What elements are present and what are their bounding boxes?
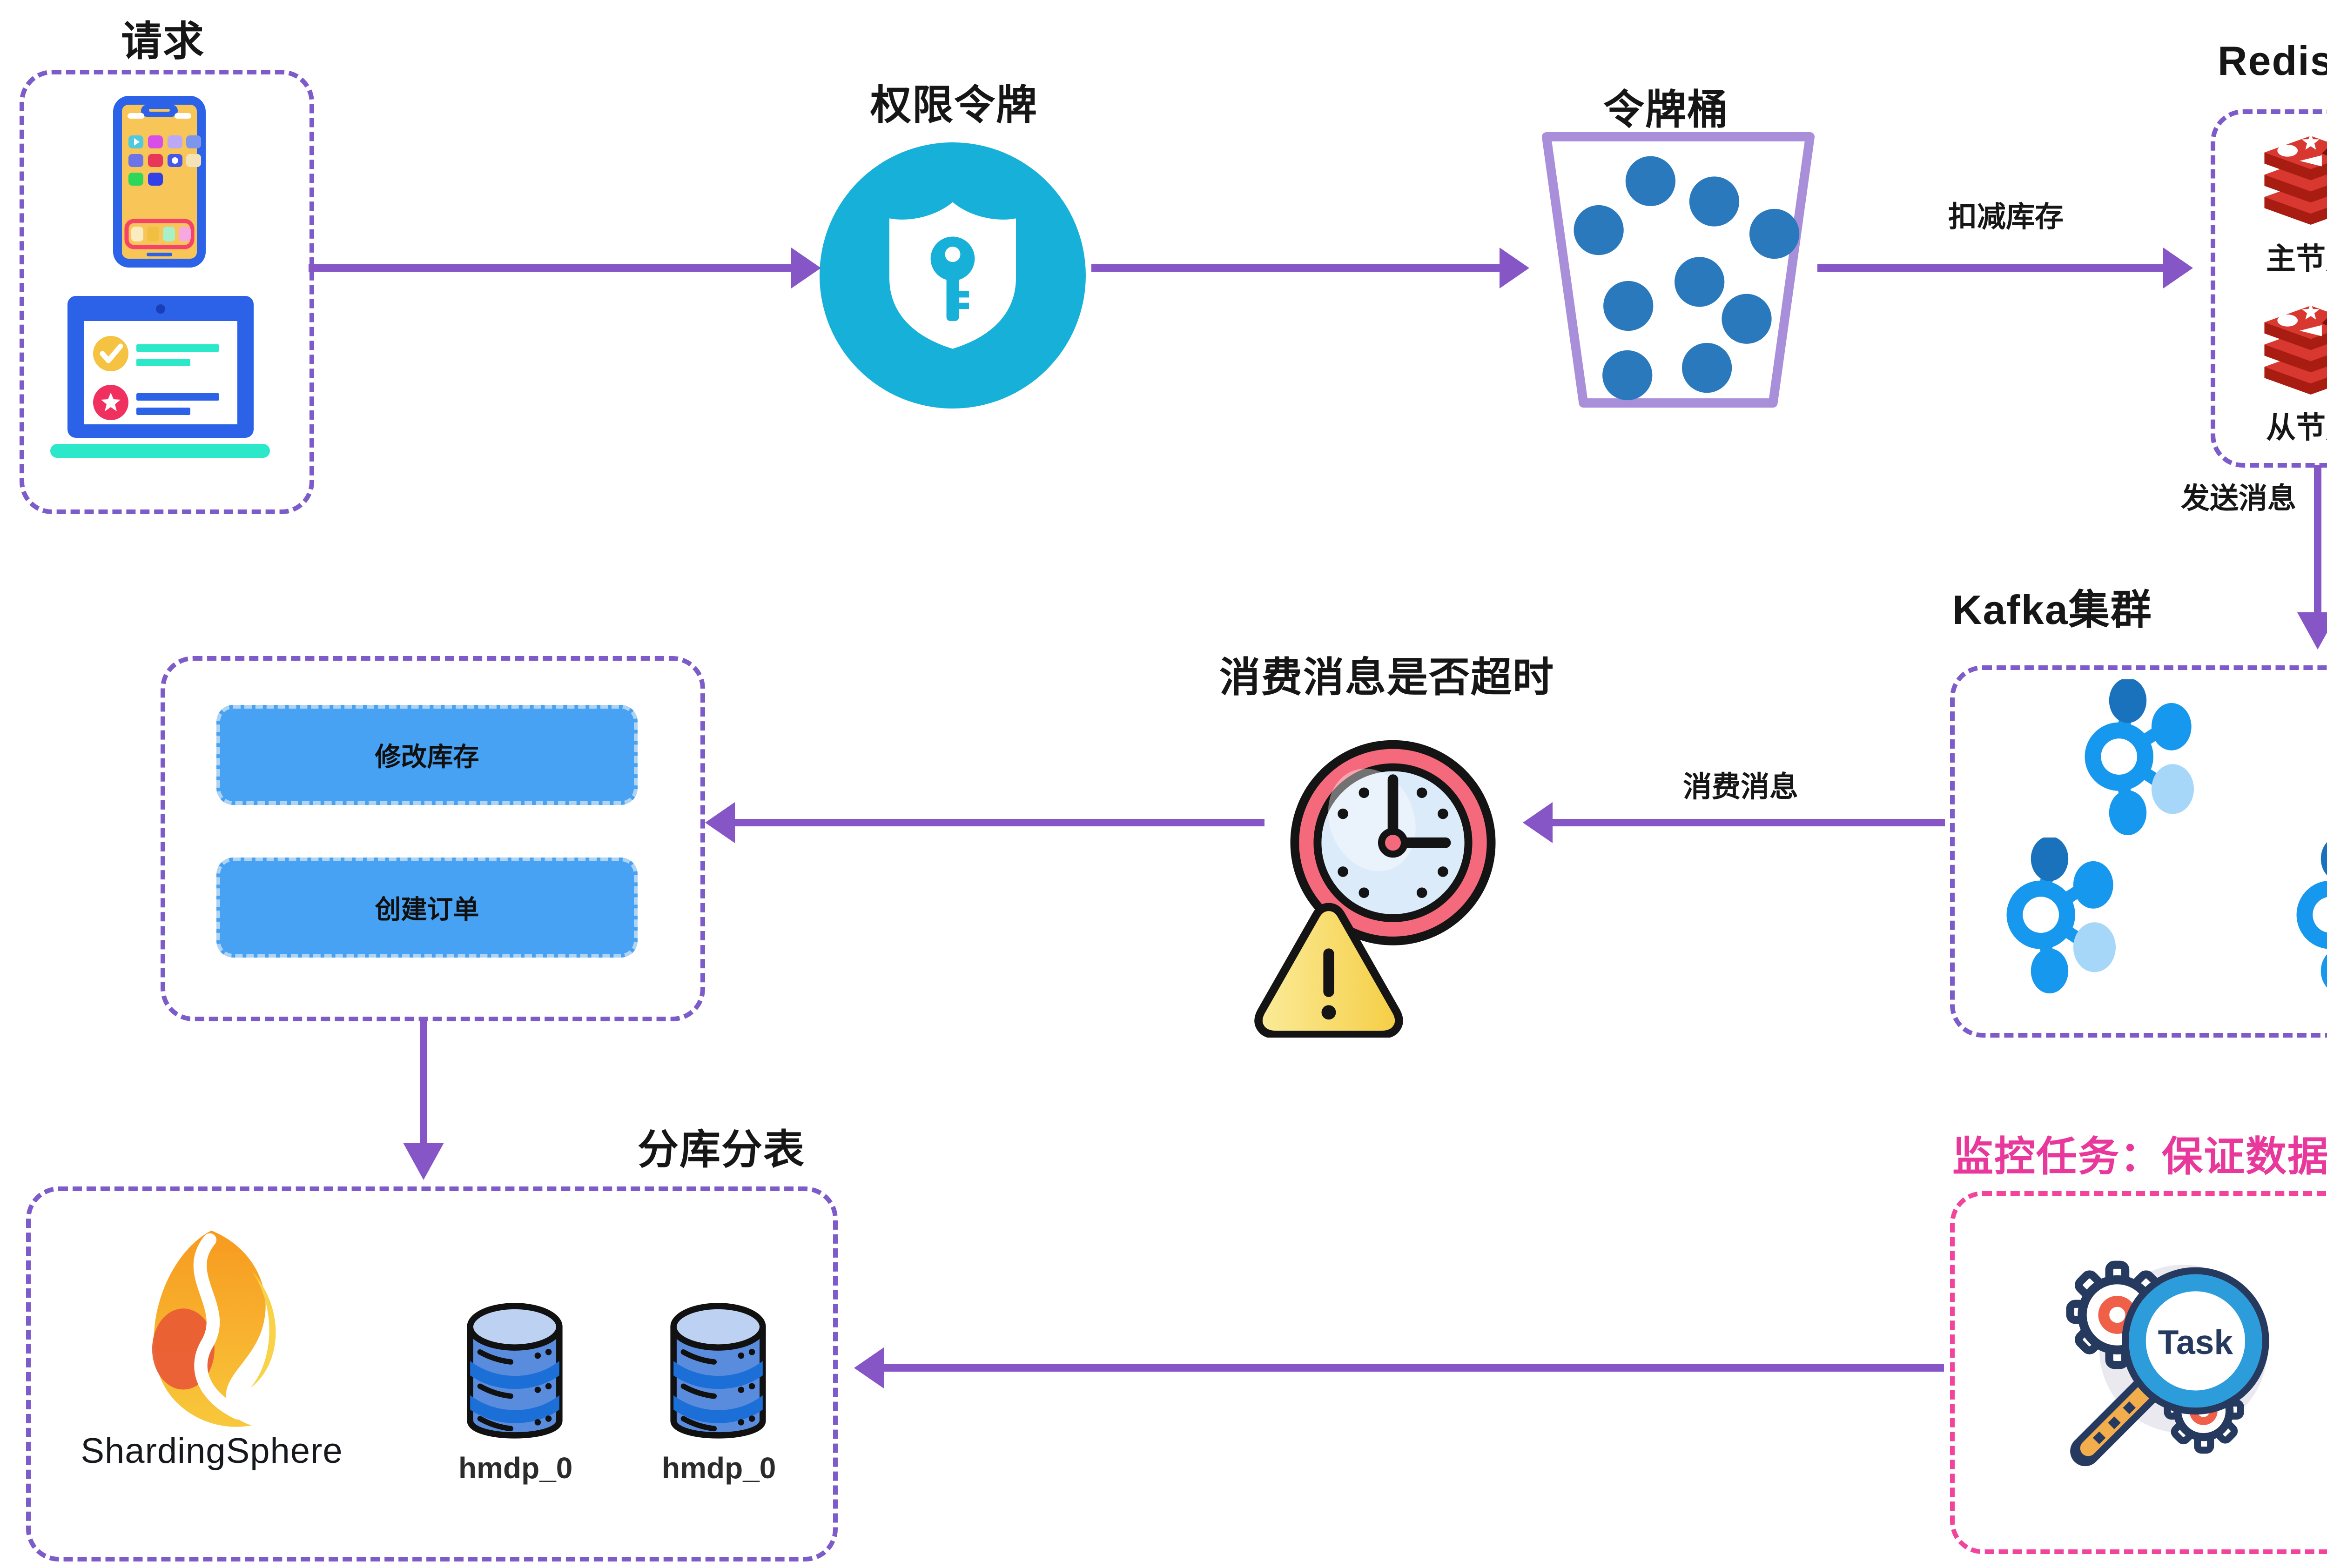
token-bucket-icon bbox=[1541, 132, 1815, 408]
arrow-orders-to-sharding bbox=[420, 1019, 427, 1144]
db-label-hmdp0: hmdp_0 bbox=[662, 1451, 776, 1485]
arrow-kafka-to-clock bbox=[1552, 819, 1945, 826]
db-label-hmdp0: hmdp_0 bbox=[458, 1451, 573, 1485]
redis-node-icon bbox=[2264, 302, 2327, 395]
request-title: 请求 bbox=[121, 18, 205, 64]
task-label: Task bbox=[2158, 1323, 2233, 1361]
shardingsphere-label: ShardingSphere bbox=[81, 1431, 343, 1471]
clock-timeout-icon bbox=[1290, 740, 1496, 945]
auth-token-circle bbox=[820, 142, 1086, 409]
database-cylinder-icon bbox=[467, 1303, 563, 1439]
database-cylinder-icon bbox=[670, 1303, 766, 1439]
arrowhead-right-icon bbox=[1500, 248, 1529, 288]
task-magnifier-icon: Task bbox=[2066, 1260, 2269, 1467]
arrow-token-to-bucket bbox=[1091, 264, 1501, 272]
warning-triangle-icon bbox=[1254, 903, 1403, 1038]
orders-box bbox=[161, 656, 705, 1021]
redis-cluster-box bbox=[2211, 109, 2327, 468]
arrowhead-down-icon bbox=[2297, 612, 2327, 650]
arrowhead-left-icon bbox=[1523, 802, 1553, 843]
update-stock-node: 修改库存 bbox=[216, 705, 638, 805]
redis-cluster-title: Redis集群 bbox=[2218, 38, 2327, 84]
sharding-box bbox=[26, 1186, 838, 1561]
arrowhead-right-icon bbox=[791, 248, 821, 288]
consume-timeout-title: 消费消息是否超时 bbox=[1219, 654, 1554, 700]
shield-key-icon bbox=[889, 202, 1016, 349]
arrow-request-to-token bbox=[309, 264, 793, 272]
arrow-bucket-to-redis bbox=[1817, 264, 2164, 272]
arrow-redis-to-kafka bbox=[2314, 465, 2321, 613]
request-box bbox=[20, 70, 314, 514]
send-message-label: 发送消息 bbox=[2180, 482, 2296, 515]
kafka-node-icon bbox=[2296, 842, 2327, 988]
kafka-cluster-title: Kafka集群 bbox=[1952, 587, 2152, 633]
phone-icon bbox=[113, 96, 206, 268]
auth-token-title: 权限令牌 bbox=[870, 82, 1038, 128]
create-order-node: 创建订单 bbox=[216, 858, 638, 958]
kafka-node-icon bbox=[2085, 679, 2194, 835]
redis-node-icon bbox=[2264, 133, 2327, 225]
deduct-stock-label: 扣减库存 bbox=[1948, 201, 2064, 233]
monitor-title: 监控任务：保证数据一致性 bbox=[1952, 1133, 2327, 1179]
arrow-monitor-to-sharding bbox=[883, 1364, 1944, 1372]
kafka-node-icon bbox=[2006, 838, 2116, 993]
arrowhead-right-icon bbox=[2163, 248, 2193, 288]
consume-message-label: 消费消息 bbox=[1682, 771, 1798, 803]
kafka-cluster-box bbox=[1950, 665, 2327, 1038]
arrowhead-left-icon bbox=[854, 1347, 884, 1388]
redis-slave-label: 从节点 bbox=[2266, 411, 2327, 444]
sharding-title: 分库分表 bbox=[637, 1126, 805, 1173]
magnifier-icon: Task bbox=[2070, 1267, 2269, 1467]
arrow-clock-to-orders bbox=[734, 819, 1264, 826]
token-bucket-title: 令牌桶 bbox=[1603, 87, 1729, 133]
redis-master-label: 主节点 bbox=[2266, 242, 2327, 275]
laptop-icon bbox=[50, 296, 270, 458]
monitor-box bbox=[1950, 1191, 2327, 1554]
arrowhead-left-icon bbox=[705, 802, 735, 843]
arrowhead-down-icon bbox=[403, 1143, 444, 1180]
shardingsphere-logo bbox=[152, 1230, 276, 1427]
